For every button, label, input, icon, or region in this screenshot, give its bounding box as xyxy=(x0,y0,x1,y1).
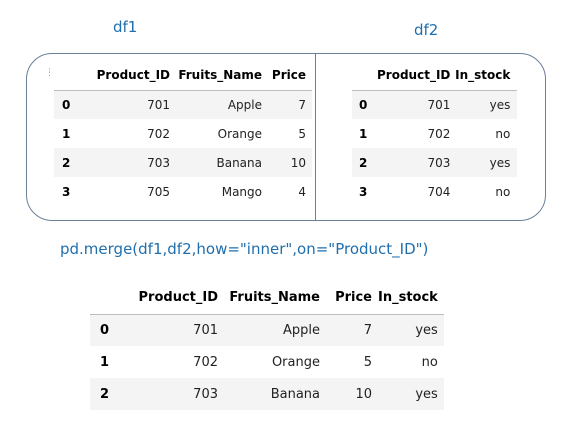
column-header: In_stock xyxy=(455,68,511,83)
table-cell: 704 xyxy=(427,184,451,199)
table-cell: no xyxy=(495,126,511,141)
table-header-row: Product_ID In_stock xyxy=(352,61,518,90)
table-row: 0 701 yes xyxy=(352,90,518,119)
table-cell: Banana xyxy=(216,155,262,170)
merged-table: Product_ID Fruits_Name Price In_stock 0 … xyxy=(90,282,444,410)
table-cell: 703 xyxy=(427,155,451,170)
table-cell: 702 xyxy=(147,126,170,141)
table-row: 2 703 yes xyxy=(352,148,518,177)
df1-table: Product_ID Fruits_Name Price 0 701 Apple… xyxy=(54,61,312,206)
table-cell: Orange xyxy=(217,126,262,141)
table-header-row: Product_ID Fruits_Name Price In_stock xyxy=(90,282,444,314)
table-cell: 10 xyxy=(290,155,306,170)
row-index: 2 xyxy=(100,386,110,402)
table-cell: yes xyxy=(415,322,438,338)
df2-label: df2 xyxy=(414,21,439,39)
row-index: 0 xyxy=(359,97,368,112)
row-index: 2 xyxy=(359,155,368,170)
row-index: 3 xyxy=(359,184,368,199)
table-cell: 5 xyxy=(298,126,306,141)
table-cell: Banana xyxy=(270,386,320,402)
table-cell: 702 xyxy=(427,126,451,141)
row-index: 1 xyxy=(359,126,368,141)
column-header: Product_ID xyxy=(377,68,451,83)
table-cell: 703 xyxy=(147,155,170,170)
column-header: Price xyxy=(271,68,306,83)
column-header: Fruits_Name xyxy=(229,290,320,306)
table-cell: yes xyxy=(415,386,438,402)
cell-marker-icon: ⋮ xyxy=(45,68,54,78)
table-cell: 703 xyxy=(193,386,218,402)
table-cell: 702 xyxy=(193,354,218,370)
table-cell: 701 xyxy=(193,322,218,338)
column-header: Product_ID xyxy=(138,290,218,306)
table-cell: 10 xyxy=(355,386,372,402)
column-header xyxy=(352,61,377,90)
table-row: 1 702 no xyxy=(352,119,518,148)
frame-divider xyxy=(315,53,316,221)
table-cell: 701 xyxy=(147,97,170,112)
table-cell: 5 xyxy=(363,354,372,370)
row-index: 0 xyxy=(100,322,110,338)
row-index: 2 xyxy=(62,155,71,170)
table-row: 0 701 Apple 7 yes xyxy=(90,314,444,346)
table-cell: 7 xyxy=(298,97,306,112)
row-index: 3 xyxy=(62,184,71,199)
table-row: 2 703 Banana 10 yes xyxy=(90,378,444,410)
column-header: In_stock xyxy=(378,290,438,306)
table-cell: Apple xyxy=(227,97,262,112)
row-index: 1 xyxy=(62,126,71,141)
dataframes-frame xyxy=(26,53,546,221)
table-cell: 4 xyxy=(298,184,306,199)
table-cell: yes xyxy=(489,97,511,112)
df2-table: Product_ID In_stock 0 701 yes 1 702 no 2… xyxy=(352,61,518,206)
column-header: Fruits_Name xyxy=(178,68,262,83)
df1-label: df1 xyxy=(113,18,138,36)
table-header-row: Product_ID Fruits_Name Price xyxy=(54,61,312,90)
table-row: 2 703 Banana 10 xyxy=(54,148,312,177)
table-row: 1 702 Orange 5 no xyxy=(90,346,444,378)
row-index: 0 xyxy=(62,97,71,112)
table-row: 3 705 Mango 4 xyxy=(54,177,312,206)
column-header: Product_ID xyxy=(96,68,170,83)
table-row: 0 701 Apple 7 xyxy=(54,90,312,119)
table-cell: Orange xyxy=(271,354,320,370)
table-cell: 705 xyxy=(147,184,170,199)
table-cell: 701 xyxy=(427,97,451,112)
table-row: 3 704 no xyxy=(352,177,518,206)
row-index: 1 xyxy=(100,354,110,370)
merge-code-line: pd.merge(df1,df2,how="inner",on="Product… xyxy=(60,240,429,258)
table-cell: 7 xyxy=(363,322,372,338)
column-header xyxy=(54,61,80,90)
column-header xyxy=(90,282,118,314)
table-row: 1 702 Orange 5 xyxy=(54,119,312,148)
table-cell: yes xyxy=(489,155,511,170)
column-header: Price xyxy=(335,290,372,306)
table-cell: no xyxy=(495,184,511,199)
table-cell: Mango xyxy=(221,184,262,199)
table-cell: no xyxy=(421,354,438,370)
table-cell: Apple xyxy=(282,322,320,338)
